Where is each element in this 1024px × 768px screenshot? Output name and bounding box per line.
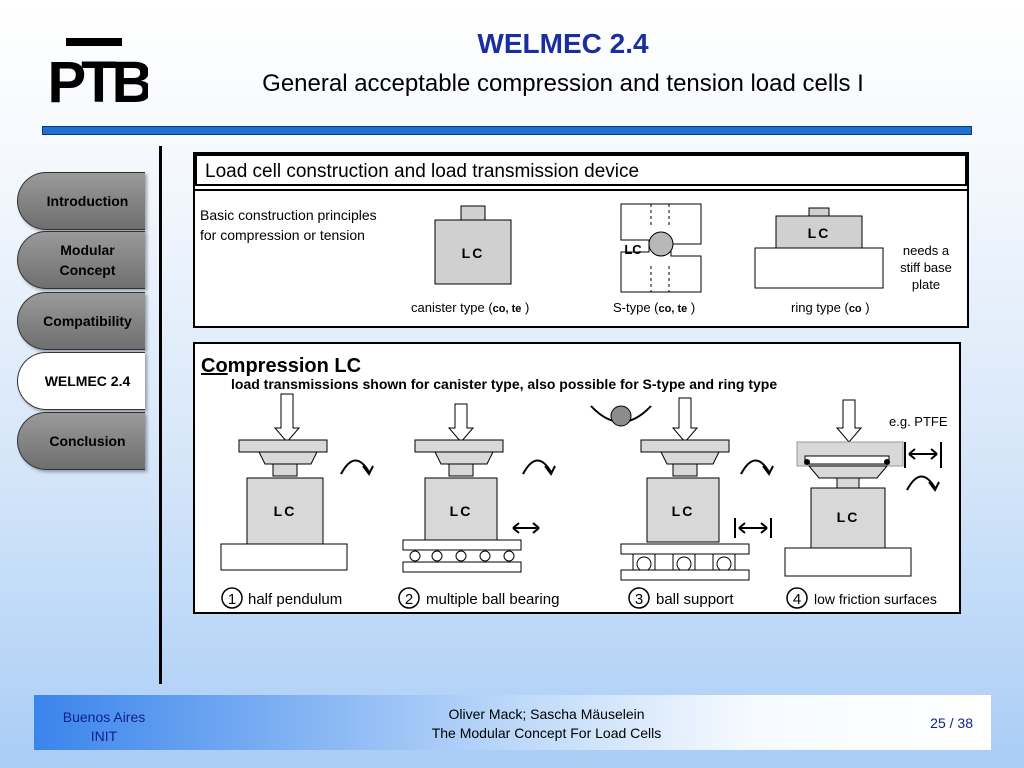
- method-label: half pendulum: [248, 591, 342, 608]
- compression-subheading: load transmissions shown for canister ty…: [231, 376, 777, 392]
- s-type-label: S-type (co, te ): [613, 300, 695, 315]
- cell-label: LC: [450, 503, 473, 519]
- ring-type-label: ring type (co ): [791, 300, 870, 315]
- canister-cell-diagram: LC: [434, 205, 512, 285]
- ball-support-diagram: LC: [590, 397, 774, 581]
- principles-line-1: Basic construction principles: [200, 207, 377, 223]
- method-number: 2: [405, 591, 413, 608]
- method-caption-3: 3 ball support: [628, 587, 734, 609]
- logo-text: PTB: [48, 50, 148, 108]
- header-rule: [42, 126, 972, 135]
- page-number: 25 / 38: [930, 715, 973, 731]
- construction-heading: Load cell construction and load transmis…: [205, 161, 639, 182]
- nav-tab-conclusion[interactable]: Conclusion: [17, 412, 145, 470]
- footer-location: Buenos Aires: [62, 709, 146, 725]
- footer-location-block: Buenos Aires INIT: [34, 708, 174, 746]
- method-number: 4: [793, 591, 801, 608]
- footer-authors: Oliver Mack; Sascha Mäuselein: [448, 706, 645, 722]
- footer-bar: Buenos Aires INIT Oliver Mack; Sascha Mä…: [34, 695, 991, 750]
- multiple-ball-bearing-diagram: LC: [402, 403, 556, 573]
- nav-tab-introduction[interactable]: Introduction: [17, 172, 145, 230]
- canister-type-label: canister type (co, te ): [411, 300, 529, 315]
- cell-label: LC: [672, 503, 695, 519]
- cell-label: LC: [624, 242, 642, 257]
- method-caption-1: 1 half pendulum: [221, 587, 342, 609]
- nav-tab-modular-concept[interactable]: Modular Concept: [17, 231, 145, 289]
- slide-title: WELMEC 2.4: [477, 28, 649, 59]
- base-plate-note-2: stiff base: [900, 260, 952, 275]
- method-label: ball support: [656, 591, 734, 608]
- ptfe-label: e.g. PTFE: [889, 414, 948, 429]
- footer-org: INIT: [90, 728, 118, 744]
- ptb-logo: PTB: [48, 38, 148, 108]
- base-plate-note-1: needs a: [903, 243, 950, 258]
- method-number: 3: [635, 591, 643, 608]
- half-pendulum-diagram: LC: [220, 393, 374, 571]
- footer-talk-title: The Modular Concept For Load Cells: [431, 725, 662, 741]
- cell-label: LC: [274, 503, 297, 519]
- s-type-cell-diagram: LC: [620, 203, 702, 293]
- compression-heading: Compression LC: [201, 355, 361, 377]
- nav-tab-compatibility[interactable]: Compatibility: [17, 292, 145, 350]
- nav-tab-label: Conclusion: [49, 433, 126, 449]
- low-friction-diagram: e.g. PTFE LC: [784, 399, 948, 577]
- base-plate-note-3: plate: [912, 277, 940, 292]
- cell-label: LC: [462, 245, 485, 261]
- footer-center-block: Oliver Mack; Sascha Mäuselein The Modula…: [334, 705, 759, 743]
- construction-figure: Load cell construction and load transmis…: [193, 152, 969, 328]
- vertical-divider: [159, 146, 162, 684]
- cell-label: LC: [808, 225, 831, 241]
- method-caption-4: 4 low friction surfaces: [786, 587, 937, 609]
- ring-cell-diagram: LC: [754, 207, 884, 289]
- nav-tab-welmec[interactable]: WELMEC 2.4: [17, 352, 145, 410]
- slide-subtitle: General acceptable compression and tensi…: [262, 70, 864, 97]
- method-label: multiple ball bearing: [426, 591, 559, 608]
- nav-tab-label: Modular Concept: [59, 242, 116, 278]
- principles-line-2: for compression or tension: [200, 227, 365, 243]
- nav-tab-label: Introduction: [46, 193, 129, 209]
- cell-label: LC: [837, 509, 860, 525]
- nav-tab-label: WELMEC 2.4: [44, 373, 131, 389]
- method-number: 1: [228, 591, 236, 608]
- compression-figure: Compression LC load transmissions shown …: [193, 342, 961, 614]
- nav-tab-label: Compatibility: [43, 313, 132, 329]
- method-label: low friction surfaces: [814, 591, 937, 607]
- method-caption-2: 2 multiple ball bearing: [398, 587, 559, 609]
